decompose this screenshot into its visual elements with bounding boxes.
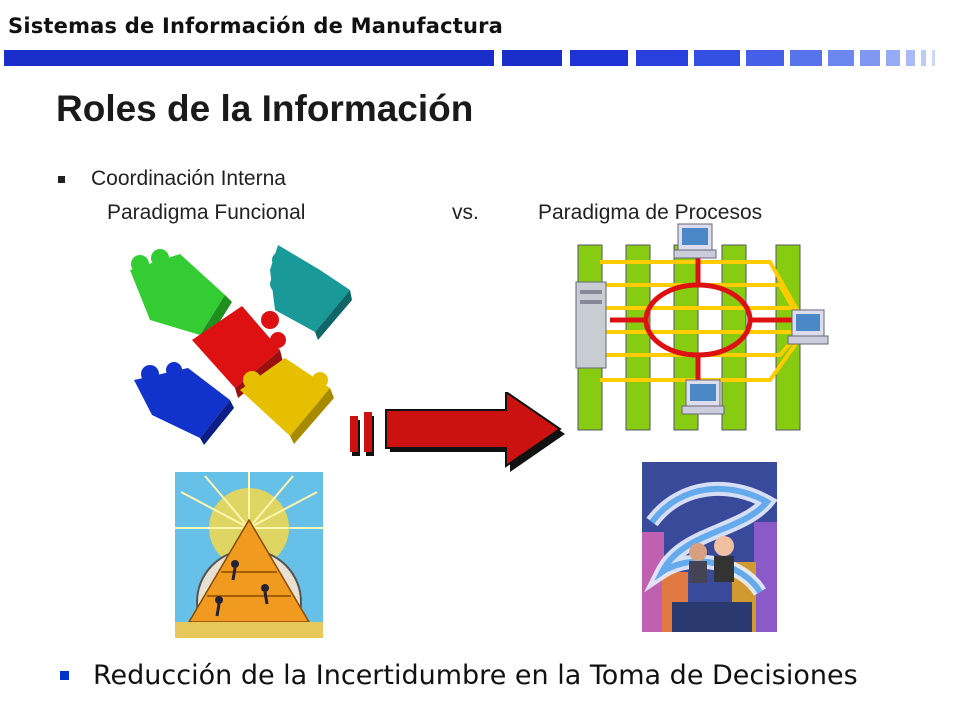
bullet-coordination-text: Coordinación Interna bbox=[91, 167, 286, 190]
process-paradigm-image bbox=[575, 223, 829, 431]
puzzle-pieces-image bbox=[130, 245, 352, 445]
pyramid-decisions-image bbox=[175, 472, 323, 638]
transition-arrow-icon bbox=[350, 392, 565, 472]
header-bar bbox=[4, 50, 935, 66]
slide-title: Roles de la Información bbox=[56, 88, 474, 129]
information-city-image bbox=[642, 462, 777, 632]
bullet-uncertainty: Reducción de la Incertidumbre en la Toma… bbox=[60, 660, 858, 691]
bullet-coordination: Coordinación Interna bbox=[58, 167, 286, 191]
versus-label: vs. bbox=[452, 201, 479, 224]
paradigm-functional: Paradigma Funcional bbox=[107, 201, 306, 224]
bullet-uncertainty-text: Reducción de la Incertidumbre en la Toma… bbox=[93, 660, 858, 691]
bullet-square-icon bbox=[58, 175, 65, 183]
header-title: Sistemas de Información de Manufactura bbox=[8, 14, 504, 38]
bullet-square-icon bbox=[60, 671, 69, 680]
paradigm-process: Paradigma de Procesos bbox=[538, 201, 763, 224]
